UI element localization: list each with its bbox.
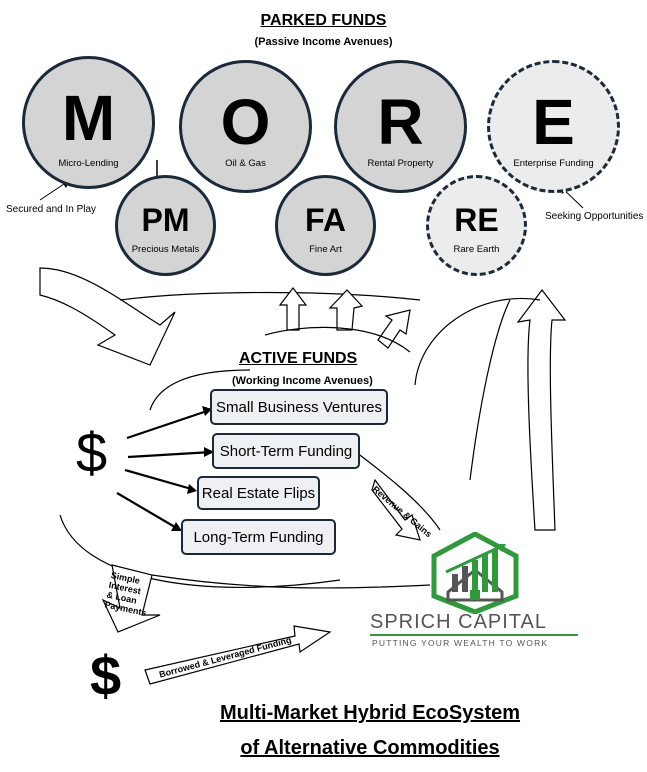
dollar-sign-top: $ [76,421,108,484]
interest-payment-arrow [101,564,161,633]
up-arrow-1 [278,287,308,331]
logo-name: SPRICH CAPITAL [370,611,547,633]
footer-title-line2: of Alternative Commodities [240,737,500,759]
circle-letter: M [61,82,116,154]
secured-note: Secured and In Play [6,204,97,215]
circle-label: Rental Property [367,158,434,169]
active-funds-title: ACTIVE FUNDS [239,350,358,367]
circle-label: Precious Metals [131,244,200,255]
logo-tagline: PUTTING YOUR WEALTH TO WORK [372,638,549,648]
circle-label: Micro-Lending [58,158,119,169]
circle-label: Oil & Gas [225,158,266,169]
box-small-business-ventures: Small Business Ventures [210,389,388,425]
box-real-estate-flips: Real Estate Flips [197,476,320,510]
circle-label: Rare Earth [453,244,500,255]
circle-letter: PM [141,202,190,238]
logo-divider [370,634,578,636]
box-short-term-funding: Short-Term Funding [212,433,360,469]
circle-letter: O [220,86,271,158]
active-funds-subtitle: (Working Income Avenues) [232,375,373,387]
circle-fine-art: FA Fine Art [275,175,376,276]
simple-interest-label: Simple Interest & Loan Payments [103,570,148,618]
sprich-capital-logo-icon [431,532,519,614]
down-left-curved-arrow [39,267,176,366]
circle-label: Fine Art [309,244,342,255]
circle-label: Enterprise Funding [513,158,594,169]
circle-rental-property: R Rental Property [334,60,467,193]
circle-letter: R [377,86,424,158]
circle-letter: E [532,86,575,158]
footer-title-line1: Multi-Market Hybrid EcoSystem [219,702,521,724]
revenue-arrow [371,478,421,541]
up-arrow-2 [328,289,364,331]
circle-precious-metals: PM Precious Metals [115,175,216,276]
parked-funds-subtitle: (Passive Income Avenues) [254,36,393,48]
dollar-sign-bottom: $ [90,644,122,707]
circle-letter: FA [305,202,346,238]
parked-funds-title: PARKED FUNDS [260,12,387,29]
circle-micro-lending: M Micro-Lending [22,56,155,189]
right-up-curved-arrow [516,289,567,531]
circle-enterprise-funding: E Enterprise Funding [487,60,620,193]
circle-oil-gas: O Oil & Gas [179,60,312,193]
circle-letter: RE [454,202,499,238]
borrowed-funding-arrow [144,625,332,685]
seeking-note: Seeking Opportunities [545,211,644,222]
box-long-term-funding: Long-Term Funding [181,519,336,555]
circle-rare-earth: RE Rare Earth [426,175,527,276]
